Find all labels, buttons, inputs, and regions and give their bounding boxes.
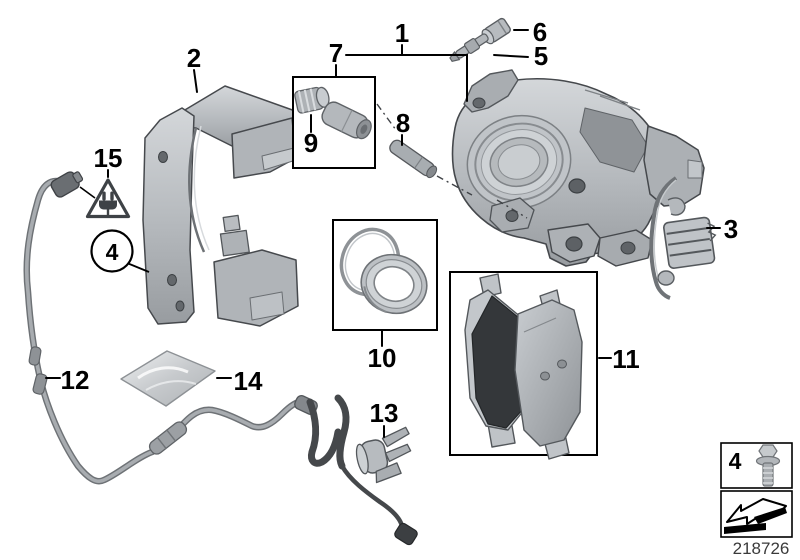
brake-pad-right bbox=[514, 289, 583, 460]
callout-4-circle-label[interactable]: 4 bbox=[106, 239, 119, 265]
guide-bushing bbox=[321, 101, 372, 140]
callout-6[interactable]: 6 bbox=[533, 17, 547, 47]
callout-9[interactable]: 9 bbox=[304, 128, 318, 158]
wear-sensor-cable-part-12 bbox=[23, 171, 418, 546]
legend-bolt-box bbox=[720, 442, 793, 489]
threaded-plug-part-9 bbox=[294, 86, 330, 114]
seal-ring-box-10 bbox=[332, 219, 438, 331]
circled-callout-4[interactable]: 4 bbox=[90, 229, 150, 273]
callout-3[interactable]: 3 bbox=[724, 214, 738, 244]
callout-5[interactable]: 5 bbox=[534, 41, 548, 71]
callout-10[interactable]: 10 bbox=[368, 343, 397, 373]
flange-bolt-icon bbox=[755, 444, 781, 487]
warning-triangle-15 bbox=[79, 178, 131, 219]
callout-13[interactable]: 13 bbox=[370, 398, 399, 428]
guide-pin-part-8 bbox=[389, 139, 438, 179]
repair-kit-box-7 bbox=[292, 76, 376, 169]
diagram-number: 218726 bbox=[733, 539, 790, 558]
brake-pad-box-11 bbox=[449, 271, 598, 460]
callout-7[interactable]: 7 bbox=[329, 38, 343, 68]
sensor-body bbox=[148, 421, 188, 455]
carrier-bracket-part-2 bbox=[142, 85, 299, 327]
assembly-axis-lines bbox=[376, 103, 528, 219]
direction-of-travel-arrow-icon bbox=[724, 498, 787, 534]
callout-leader-lines bbox=[45, 29, 721, 438]
retaining-spring-part-3 bbox=[649, 176, 717, 300]
callout-8[interactable]: 8 bbox=[396, 108, 410, 138]
callout-14[interactable]: 14 bbox=[234, 366, 263, 396]
sensor-connector bbox=[50, 171, 84, 198]
callout-11[interactable]: 11 bbox=[612, 344, 640, 374]
dust-boot-ring bbox=[360, 253, 428, 315]
grease-packet-part-14 bbox=[120, 350, 216, 407]
cable-end-connector bbox=[394, 522, 418, 546]
callout-12[interactable]: 12 bbox=[61, 365, 90, 395]
legend: 4 218726 bbox=[720, 442, 793, 558]
callout-1[interactable]: 1 bbox=[395, 18, 409, 48]
callout-15[interactable]: 15 bbox=[94, 143, 123, 173]
legend-bolt-label: 4 bbox=[729, 448, 742, 474]
electrical-plug-warning-icon bbox=[99, 191, 117, 216]
brake-pad-left bbox=[464, 273, 531, 448]
caliper-housing-part-1 bbox=[451, 69, 705, 267]
cable-bracket-part-13 bbox=[355, 426, 412, 484]
callout-2[interactable]: 2 bbox=[187, 43, 201, 73]
bleeder-screw-part-5 bbox=[449, 33, 489, 62]
